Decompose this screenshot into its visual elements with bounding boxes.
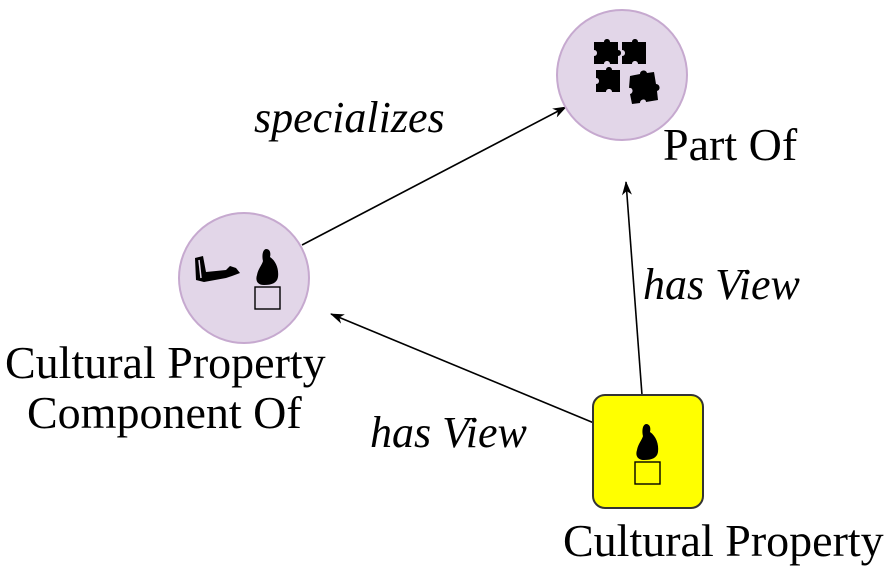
edge-has-view-left — [330, 313, 595, 424]
node-component-of-label-line1: Cultural Property — [5, 337, 326, 388]
node-part-of-label: Part Of — [663, 119, 798, 170]
arm-and-statue-icon — [195, 248, 281, 310]
edge-label-has-view-right: has View — [643, 260, 800, 309]
node-cultural-property-label: Cultural Property — [563, 515, 884, 566]
node-cultural-property-component-of: Cultural Property Component Of — [5, 212, 326, 438]
edge-label-specializes: specializes — [254, 93, 445, 142]
edge-has-view-right — [621, 181, 643, 396]
puzzle-pieces-icon — [594, 39, 660, 104]
edge-label-has-view-left: has View — [370, 408, 527, 457]
node-part-of-circle — [556, 9, 688, 141]
edge-specializes — [301, 106, 567, 246]
node-part-of: Part Of — [556, 9, 798, 170]
node-component-of-circle — [178, 212, 310, 344]
node-component-of-label-line2: Component Of — [27, 387, 302, 438]
node-cultural-property: Cultural Property — [563, 394, 884, 566]
